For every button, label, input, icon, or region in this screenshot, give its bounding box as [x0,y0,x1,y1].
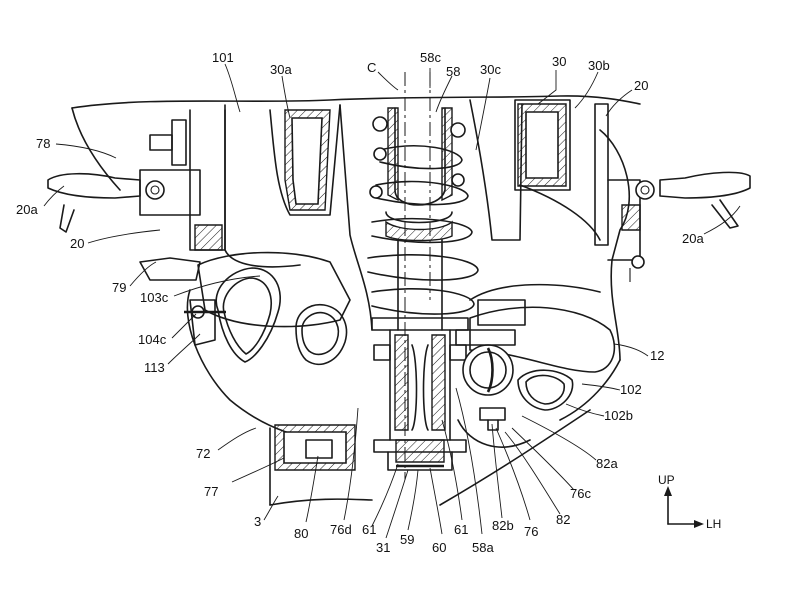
label-78: 78 [36,136,50,151]
direction-indicator: UP LH [658,473,721,531]
left-frame-member [224,104,373,331]
label-60: 60 [432,540,446,555]
label-59: 59 [400,532,414,547]
label-30a: 30a [270,62,292,77]
label-102b: 102b [604,408,633,423]
label-20-left: 20 [70,236,84,251]
leader-lines [43,63,741,539]
label-31: 31 [376,540,390,555]
label-113: 113 [144,360,165,375]
label-104c: 104c [138,332,167,347]
label-103c: 103c [140,290,169,305]
label-82: 82 [556,512,570,527]
label-102: 102 [620,382,642,397]
body-outline [71,95,641,506]
tube-sections [184,251,351,366]
label-77: 77 [204,484,218,499]
label-C: C [367,60,376,75]
label-82b: 82b [492,518,514,533]
shock-absorber [367,72,479,480]
label-101: 101 [212,50,234,65]
lower-right-bracket [455,299,616,448]
lower-left-box [274,424,356,471]
label-61-left: 61 [362,522,376,537]
label-82a: 82a [596,456,618,471]
label-58a: 58a [472,540,494,555]
label-30c: 30c [480,62,501,77]
label-30b: 30b [588,58,610,73]
label-20a-right: 20a [682,231,704,246]
right-lever-assembly [629,171,751,282]
label-58c: 58c [420,50,441,65]
label-61-right: 61 [454,522,468,537]
label-76d: 76d [330,522,352,537]
direction-lh-label: LH [706,517,721,531]
label-30: 30 [552,54,566,69]
label-79: 79 [112,280,126,295]
label-20-top: 20 [634,78,648,93]
label-76c: 76c [570,486,591,501]
label-72: 72 [196,446,210,461]
label-20a-left: 20a [16,202,38,217]
direction-up-label: UP [658,473,675,487]
reference-labels: 101 30a C 58c 58 30c 30 30b 20 78 20a 20… [16,50,704,555]
label-3: 3 [254,514,261,529]
label-76: 76 [524,524,538,539]
left-lever-assembly [47,109,226,281]
right-frame-member [469,99,641,301]
label-12: 12 [650,348,664,363]
label-80: 80 [294,526,308,541]
label-58: 58 [446,64,460,79]
